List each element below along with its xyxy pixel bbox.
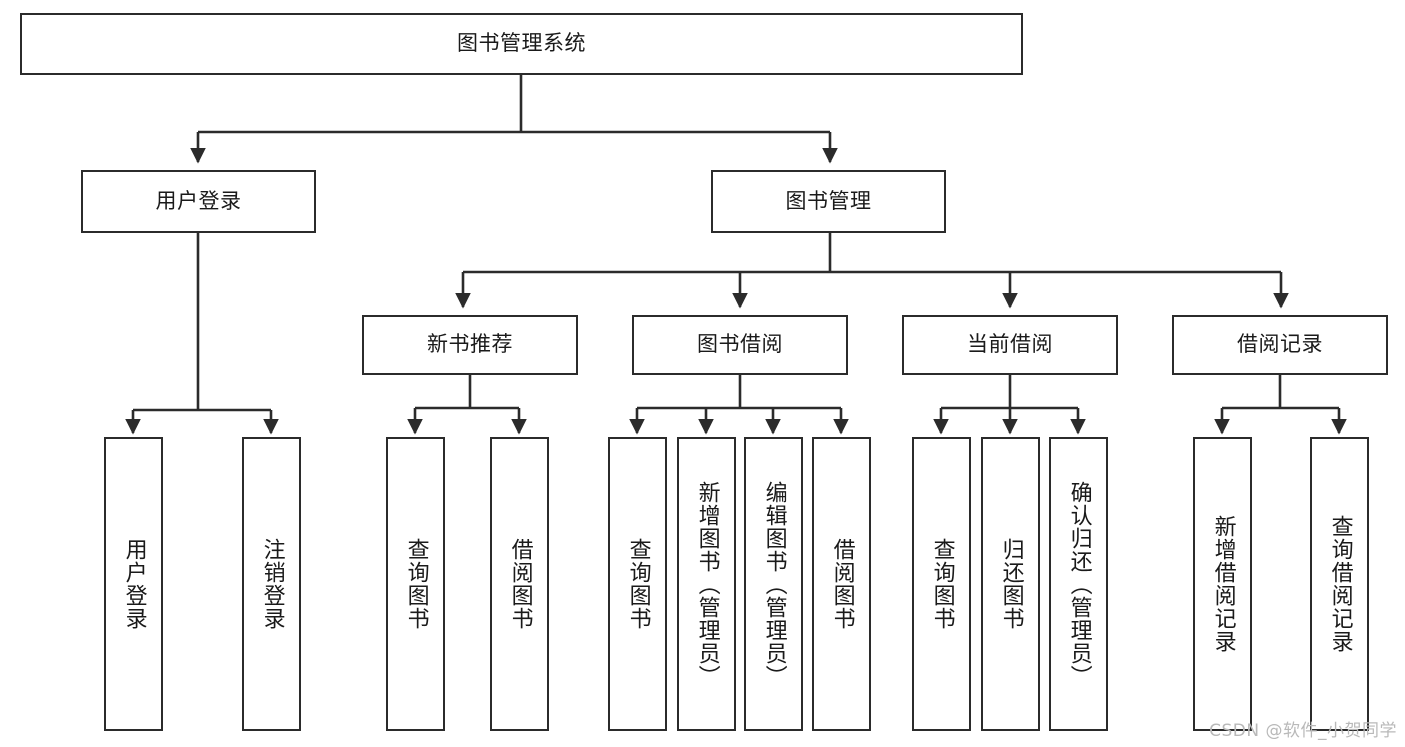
leaf-label: 查询图书	[625, 538, 651, 630]
leaf-label: 查询借阅记录	[1327, 515, 1353, 653]
leaf-current-return-book[interactable]: 归还图书	[981, 437, 1040, 731]
leaf-label: 归还图书	[998, 538, 1024, 630]
leaf-label: 确认归还（管理员）	[1066, 480, 1092, 688]
leaf-record-add[interactable]: 新增借阅记录	[1193, 437, 1252, 731]
leaf-user-login-logout[interactable]: 注销登录	[242, 437, 301, 731]
node-book-management-label: 图书管理	[785, 188, 872, 213]
leaf-new-book-borrow[interactable]: 借阅图书	[490, 437, 549, 731]
node-book-borrow-label: 图书借阅	[697, 332, 783, 357]
node-new-book-recommend-label: 新书推荐	[427, 332, 513, 357]
leaf-label: 借阅图书	[507, 538, 533, 630]
leaf-current-query-book[interactable]: 查询图书	[912, 437, 971, 731]
leaf-label: 用户登录	[121, 538, 147, 630]
node-book-borrow[interactable]: 图书借阅	[632, 315, 848, 375]
leaf-record-query[interactable]: 查询借阅记录	[1310, 437, 1369, 731]
node-borrow-record-label: 借阅记录	[1237, 332, 1323, 357]
node-new-book-recommend[interactable]: 新书推荐	[362, 315, 578, 375]
leaf-user-login-login[interactable]: 用户登录	[104, 437, 163, 731]
leaf-new-book-query[interactable]: 查询图书	[386, 437, 445, 731]
leaf-borrow-edit-book-admin[interactable]: 编辑图书（管理员）	[744, 437, 803, 731]
node-user-login[interactable]: 用户登录	[81, 170, 316, 233]
leaf-label: 新增图书（管理员）	[694, 480, 720, 688]
leaf-label: 新增借阅记录	[1210, 515, 1236, 653]
leaf-label: 借阅图书	[829, 538, 855, 630]
leaf-label: 查询图书	[403, 538, 429, 630]
node-user-login-label: 用户登录	[155, 188, 242, 213]
leaf-borrow-borrow-book[interactable]: 借阅图书	[812, 437, 871, 731]
node-root-label: 图书管理系统	[457, 31, 586, 56]
leaf-borrow-query-book[interactable]: 查询图书	[608, 437, 667, 731]
node-book-management[interactable]: 图书管理	[711, 170, 946, 233]
node-root[interactable]: 图书管理系统	[20, 13, 1023, 75]
leaf-borrow-add-book-admin[interactable]: 新增图书（管理员）	[677, 437, 736, 731]
watermark: CSDN @软件_小贺同学	[1209, 721, 1397, 741]
node-current-borrow-label: 当前借阅	[967, 332, 1053, 357]
node-current-borrow[interactable]: 当前借阅	[902, 315, 1118, 375]
leaf-label: 编辑图书（管理员）	[761, 480, 787, 688]
leaf-label: 查询图书	[929, 538, 955, 630]
leaf-current-confirm-return-admin[interactable]: 确认归还（管理员）	[1049, 437, 1108, 731]
node-borrow-record[interactable]: 借阅记录	[1172, 315, 1388, 375]
leaf-label: 注销登录	[259, 538, 285, 630]
